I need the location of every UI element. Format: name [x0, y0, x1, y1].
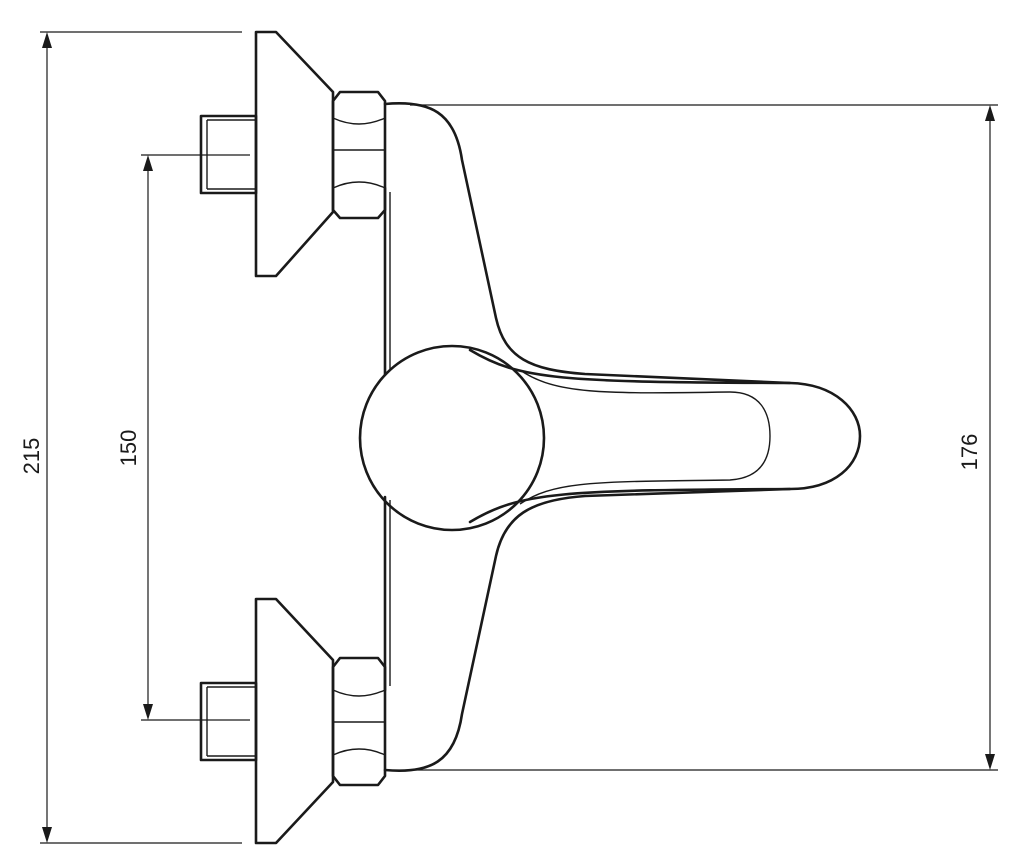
dimension-label-body-height: 176	[957, 434, 982, 471]
arrow-down	[42, 827, 52, 843]
lever-cap	[358, 344, 546, 532]
mixer-body	[383, 186, 391, 692]
bottom-inlet-pipe	[199, 681, 258, 762]
arrow-up	[143, 155, 153, 171]
lever-outer	[468, 348, 862, 524]
arrow-down	[985, 754, 995, 770]
top-escutcheon	[254, 30, 335, 278]
dimension-label-overall-height: 215	[19, 438, 44, 475]
arrow-down	[143, 704, 153, 720]
dimension-label-inlet-spacing: 150	[116, 430, 141, 467]
spout-outline	[383, 102, 792, 772]
bottom-hex-nut	[331, 656, 387, 787]
lever-handle	[358, 344, 862, 532]
arrow-up	[985, 105, 995, 121]
lever-inner-groove	[519, 369, 771, 505]
dimension-body-height: 176	[410, 104, 998, 771]
arrow-up	[42, 32, 52, 48]
top-inlet-assembly	[199, 30, 387, 278]
bottom-inlet-assembly	[199, 597, 387, 845]
bottom-escutcheon	[254, 597, 335, 845]
dimension-inlet-spacing: 150	[116, 154, 250, 721]
top-hex-nut	[331, 90, 387, 220]
dimension-overall-height: 215	[19, 31, 242, 844]
